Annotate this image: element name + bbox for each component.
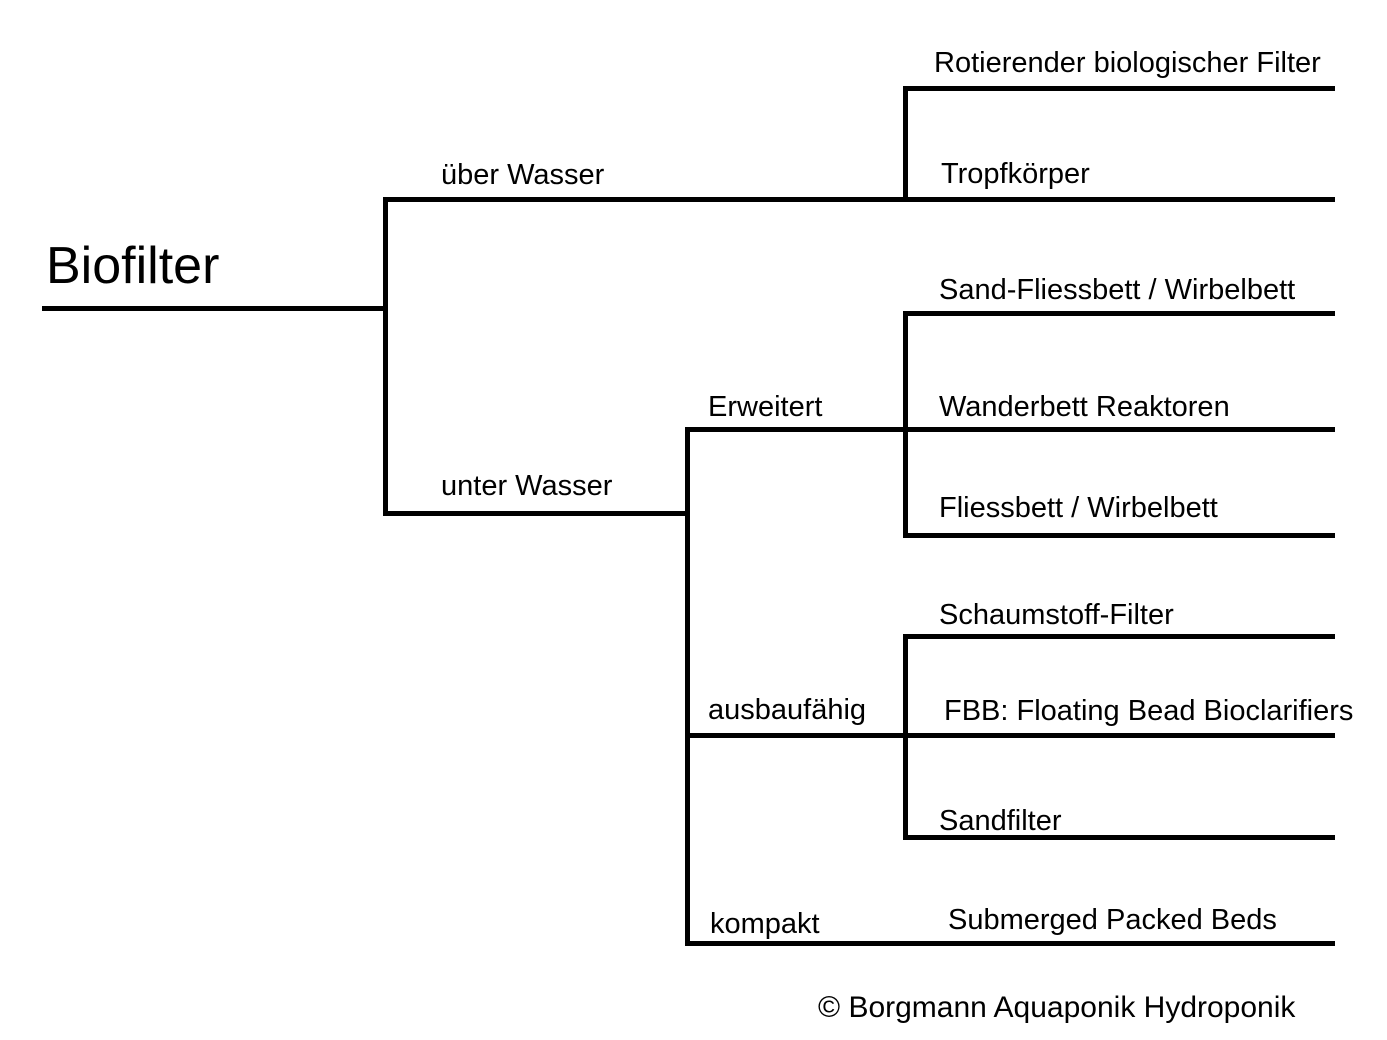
node-label-ueber-wasser: über Wasser [441, 159, 605, 191]
node-label-rotierender-biologischer-filter: Rotierender biologischer Filter [934, 47, 1321, 79]
node-label-sandfilter: Sandfilter [939, 805, 1062, 837]
node-label-fbb-floating-bead-bioclarifiers: FBB: Floating Bead Bioclarifiers [944, 695, 1354, 727]
node-label-submerged-packed-beds: Submerged Packed Beds [948, 904, 1277, 936]
schaumstoff-underline [903, 634, 1335, 639]
root-underline [42, 306, 388, 311]
root-split-vline [383, 197, 388, 516]
node-label-unter-wasser: unter Wasser [441, 470, 613, 502]
node-label-fliessbett-wirbelbett: Fliessbett / Wirbelbett [939, 492, 1218, 524]
ueber-wasser-split-vline [903, 86, 908, 202]
unter-wasser-split-vline [685, 427, 690, 946]
ausbaufaehig-hline [685, 733, 1335, 738]
copyright-text: © Borgmann Aquaponik Hydroponik [818, 991, 1296, 1024]
node-label-sand-fliessbett-wirbelbett: Sand-Fliessbett / Wirbelbett [939, 274, 1296, 306]
node-label-wanderbett-reaktoren: Wanderbett Reaktoren [939, 391, 1230, 423]
ausbaufaehig-split-vline [903, 634, 908, 840]
fliessbett-underline [903, 533, 1335, 538]
node-label-tropfkoerper: Tropfkörper [941, 158, 1090, 190]
node-label-ausbaufaehig: ausbaufähig [708, 694, 867, 726]
node-label-kompakt: kompakt [710, 908, 820, 940]
unter-wasser-hline [383, 511, 690, 516]
erweitert-split-vline [903, 311, 908, 538]
ueber-wasser-hline [383, 197, 1335, 202]
rotierender-filter-underline [903, 86, 1335, 91]
sand-fliessbett-underline [903, 311, 1335, 316]
erweitert-hline [685, 427, 1335, 432]
sandfilter-underline [903, 835, 1335, 840]
node-label-schaumstoff-filter: Schaumstoff-Filter [939, 599, 1174, 631]
node-label-biofilter: Biofilter [46, 237, 220, 295]
kompakt-hline [685, 941, 1335, 946]
node-label-erweitert: Erweitert [708, 391, 823, 423]
